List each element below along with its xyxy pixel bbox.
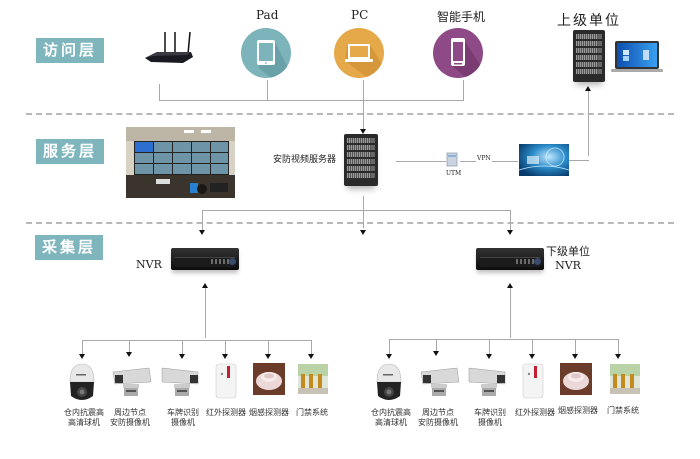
device-label-access-control: 门禁系统 — [296, 408, 328, 417]
connector-line — [363, 80, 364, 130]
superior-unit-label: 上级单位 — [557, 13, 621, 29]
connector-line — [389, 339, 390, 354]
arrow-down-icon — [360, 230, 366, 235]
connector-line — [129, 340, 130, 352]
layer-label-service: 服务层 — [36, 139, 104, 164]
video-wall-icon — [126, 127, 235, 198]
arrow-down-icon — [265, 354, 271, 359]
connector-line — [575, 339, 576, 354]
device-bus-line — [389, 339, 619, 340]
arrow-down-icon — [486, 354, 492, 359]
connector-line — [510, 288, 511, 338]
network-globe-icon — [519, 144, 569, 176]
vpn-label: VPN — [476, 155, 492, 162]
smoke-detector-icon — [253, 363, 285, 395]
device-label-access-control: 门禁系统 — [607, 406, 639, 415]
server-rack-icon — [573, 30, 605, 82]
arrow-down-icon — [386, 354, 392, 359]
device-bus-line — [82, 340, 312, 341]
connector-line — [159, 84, 160, 101]
layer-divider-service-acquisition — [26, 222, 674, 224]
nvr-label: NVR — [136, 258, 162, 271]
access-gate-icon — [610, 364, 640, 394]
bullet-camera-icon — [417, 366, 461, 398]
connector-line — [363, 196, 364, 228]
connector-line — [532, 339, 533, 354]
connector-line — [463, 80, 464, 101]
utm-label: UTM — [446, 170, 462, 177]
connector-line — [436, 339, 437, 351]
arrow-down-icon — [199, 230, 205, 235]
device-label-pc: PC — [351, 8, 369, 22]
connector-line — [202, 210, 203, 230]
nvr-device-icon — [476, 248, 544, 270]
nvr-device-icon — [171, 248, 239, 270]
firewall-icon — [446, 152, 458, 168]
arrow-up-icon — [202, 283, 208, 288]
connector-line — [82, 340, 83, 354]
server-rack-icon — [344, 134, 378, 186]
arrow-down-icon — [433, 351, 439, 356]
connector-line — [159, 100, 464, 101]
device-label-infrared-detector: 红外探测器 — [206, 408, 246, 417]
connector-line — [510, 210, 511, 230]
plate-camera-icon — [467, 366, 511, 398]
plate-camera-icon — [160, 366, 204, 398]
tablet-icon — [241, 28, 291, 78]
infrared-detector-icon — [214, 362, 238, 400]
device-label-dome-camera: 仓内抗震高 高清球机 — [64, 408, 104, 427]
device-label-smartphone: 智能手机 — [437, 10, 486, 24]
connector-line — [489, 339, 490, 354]
arrow-down-icon — [222, 354, 228, 359]
device-label-perimeter-camera: 周边节点 安防摄像机 — [418, 408, 458, 427]
bullet-camera-icon — [109, 366, 153, 398]
layer-label-access: 访问层 — [36, 38, 104, 63]
connector-line — [396, 161, 446, 162]
device-label-perimeter-camera: 周边节点 安防摄像机 — [110, 408, 150, 427]
connector-line — [311, 340, 312, 354]
wifi-router-icon — [143, 30, 195, 65]
device-label-plate-camera: 车牌识别 摄像机 — [167, 408, 199, 427]
connector-line — [225, 340, 226, 354]
arrow-down-icon — [572, 354, 578, 359]
smoke-detector-icon — [560, 363, 592, 395]
device-label-pad: Pad — [256, 8, 279, 22]
subordinate-nvr-label: 下级单位 NVR — [546, 245, 590, 272]
device-label-smoke-detector: 烟感探测器 — [249, 408, 289, 417]
connector-line — [569, 160, 589, 161]
device-label-dome-camera: 仓内抗震高 高清球机 — [371, 408, 411, 427]
connector-line — [202, 210, 511, 211]
arrow-down-icon — [179, 354, 185, 359]
connector-line — [182, 340, 183, 354]
arrow-up-icon — [585, 86, 591, 91]
infrared-detector-icon — [521, 362, 545, 400]
dome-camera-icon — [373, 362, 405, 404]
connector-line — [205, 288, 206, 338]
arrow-down-icon — [126, 352, 132, 357]
device-label-plate-camera: 车牌识别 摄像机 — [474, 408, 506, 427]
device-label-infrared-detector: 红外探测器 — [515, 408, 555, 417]
arrow-down-icon — [79, 354, 85, 359]
connector-line — [267, 80, 268, 101]
arrow-down-icon — [507, 230, 513, 235]
connector-line — [618, 339, 619, 354]
layer-divider-access-service — [26, 113, 674, 115]
arrow-down-icon — [360, 129, 366, 134]
arrow-down-icon — [308, 354, 314, 359]
layer-label-acquisition: 采集层 — [35, 235, 103, 260]
smartphone-icon — [433, 28, 483, 78]
arrow-down-icon — [529, 354, 535, 359]
dome-camera-icon — [66, 362, 98, 404]
access-gate-icon — [298, 364, 328, 394]
connector-line — [268, 340, 269, 354]
server-label: 安防视频服务器 — [273, 155, 337, 165]
laptop-icon — [611, 40, 663, 74]
device-label-smoke-detector: 烟感探测器 — [558, 406, 598, 415]
arrow-down-icon — [615, 354, 621, 359]
arrow-up-icon — [507, 283, 513, 288]
laptop-icon — [334, 28, 384, 78]
connector-line — [588, 90, 589, 156]
